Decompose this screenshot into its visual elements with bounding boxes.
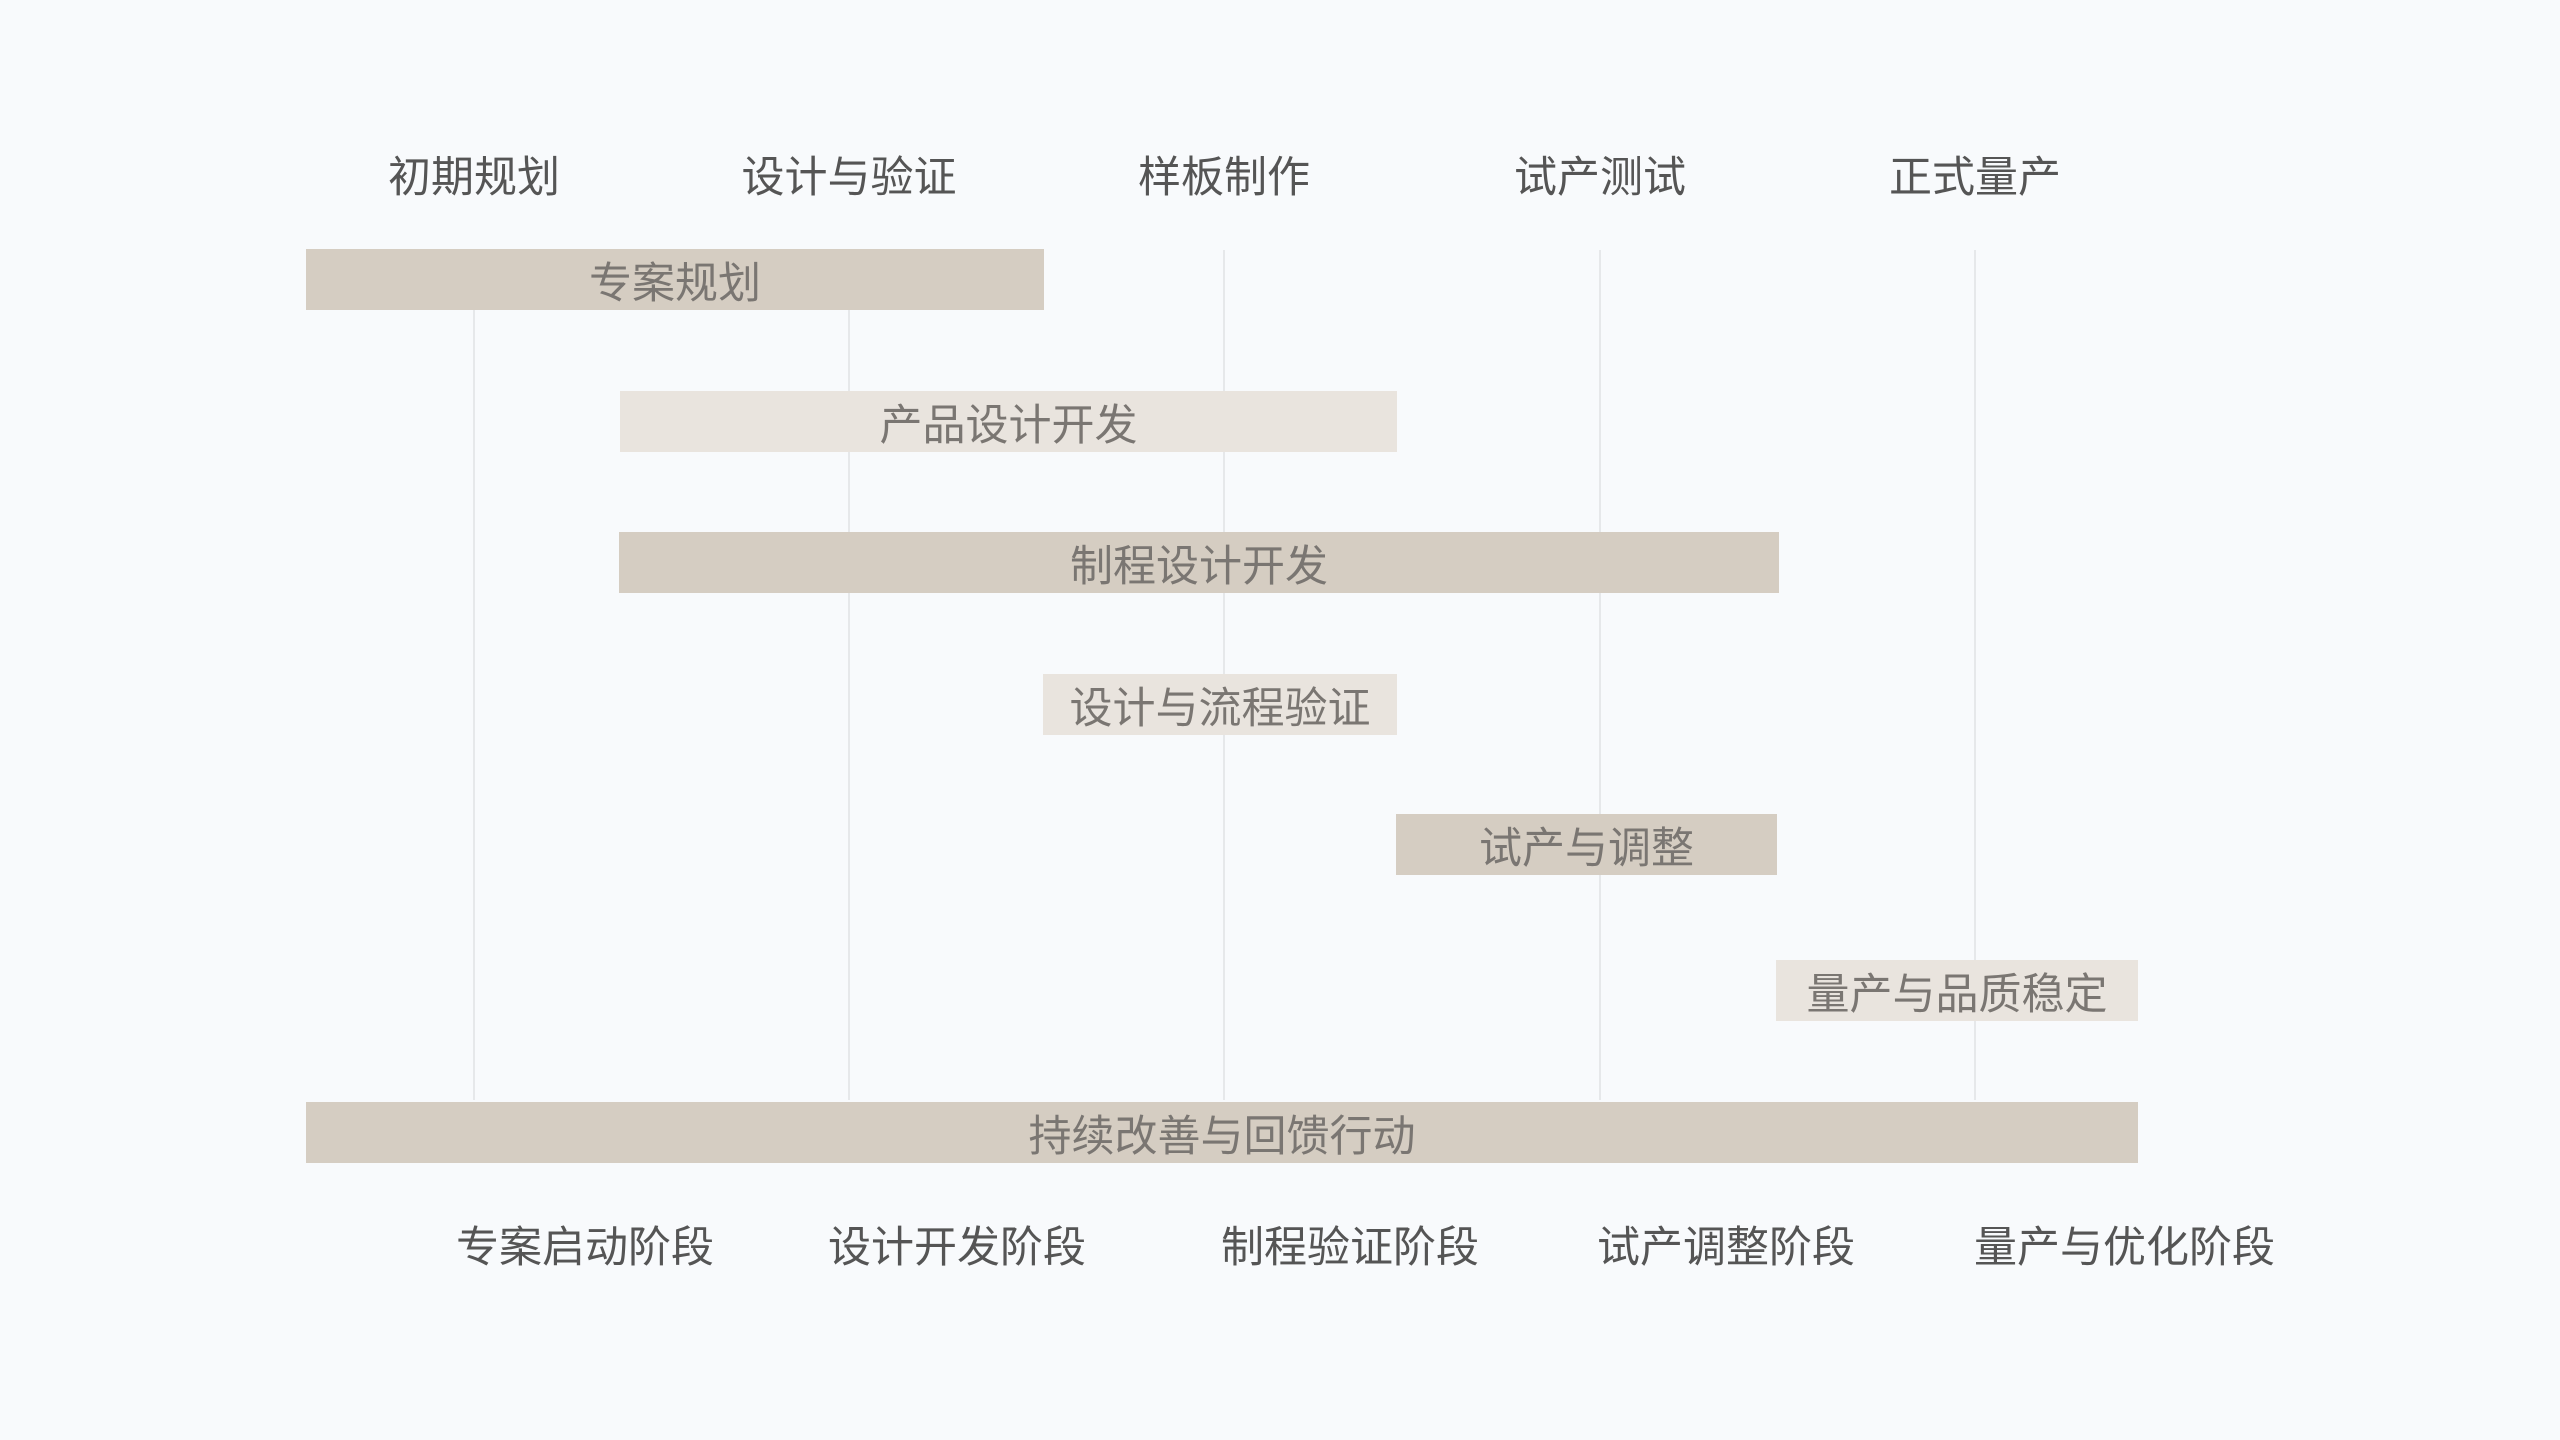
bar-label: 产品设计开发 <box>879 400 1138 451</box>
bottom-label-mass-optimization: 量产与优化阶段 <box>1974 1223 2275 1273</box>
bar-design-process-verification: 设计与流程验证 <box>1043 674 1397 735</box>
bottom-label-trial-adjustment: 试产调整阶段 <box>1597 1223 1855 1273</box>
bar-label: 专案规划 <box>589 258 761 309</box>
bar-continuous-improvement: 持续改善与回馈行动 <box>306 1102 2138 1163</box>
bar-label: 制程设计开发 <box>1070 541 1328 592</box>
bar-label: 试产与调整 <box>1479 823 1694 874</box>
bottom-label-design-development: 设计开发阶段 <box>828 1223 1086 1273</box>
top-label-sample-production: 样板制作 <box>1138 153 1310 203</box>
top-label-design-verification: 设计与验证 <box>741 153 957 203</box>
gridline <box>1599 250 1601 1100</box>
gridline <box>473 250 475 1100</box>
top-label-trial-testing: 试产测试 <box>1514 153 1686 203</box>
bar-mass-production-quality: 量产与品质稳定 <box>1776 960 2138 1021</box>
bar-project-planning: 专案规划 <box>306 249 1044 310</box>
top-label-mass-production: 正式量产 <box>1889 153 2061 203</box>
bar-product-design: 产品设计开发 <box>620 391 1397 452</box>
bar-label: 设计与流程验证 <box>1069 683 1371 734</box>
bar-label: 量产与品质稳定 <box>1806 969 2108 1020</box>
bar-process-design: 制程设计开发 <box>619 532 1779 593</box>
bar-label: 持续改善与回馈行动 <box>1028 1111 1416 1162</box>
top-label-initial-planning: 初期规划 <box>388 153 560 203</box>
bar-trial-adjustment: 试产与调整 <box>1396 814 1777 875</box>
gridline <box>848 250 850 1100</box>
bottom-label-process-verification: 制程验证阶段 <box>1221 1223 1479 1273</box>
bottom-label-project-kickoff: 专案启动阶段 <box>456 1223 714 1273</box>
gridline <box>1974 250 1976 1100</box>
